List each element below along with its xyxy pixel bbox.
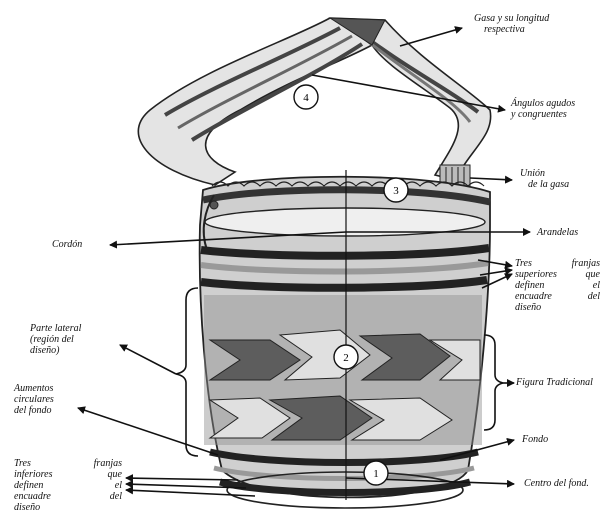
label-aumentos: Aumentos circulares del fondo [14, 383, 54, 416]
marker-3: 3 [384, 178, 408, 202]
marker-2-text: 2 [343, 352, 349, 364]
marker-4-text: 4 [303, 92, 309, 104]
marker-1: 1 [364, 461, 388, 485]
label-cordon: Cordón [52, 239, 82, 250]
bracket-parte-lateral [176, 288, 198, 456]
label-tres-inferiores: Tres franjas inferiores que definen el e… [14, 458, 122, 513]
label-fondo: Fondo [522, 434, 548, 445]
label-arandelas: Arandelas [537, 227, 578, 238]
label-parte-lateral: Parte lateral (región del diseño) [30, 323, 81, 356]
bracket-figura [484, 335, 503, 430]
bag-body [200, 170, 490, 508]
marker-3-text: 3 [393, 185, 399, 197]
label-gasa: Gasa y su longitud respectiva [474, 13, 549, 35]
label-centro: Centro del fond. [524, 478, 589, 489]
label-union: Unión de la gasa [520, 168, 569, 190]
marker-1-text: 1 [373, 468, 379, 480]
label-tres-superiores: Tres franjas superiores que definen el e… [515, 258, 600, 313]
label-angulos: Ángulos agudos y congruentes [511, 98, 575, 120]
marker-4: 4 [294, 85, 318, 109]
marker-2: 2 [334, 345, 358, 369]
label-figura-tradicional: Figura Tradicional [516, 377, 593, 388]
